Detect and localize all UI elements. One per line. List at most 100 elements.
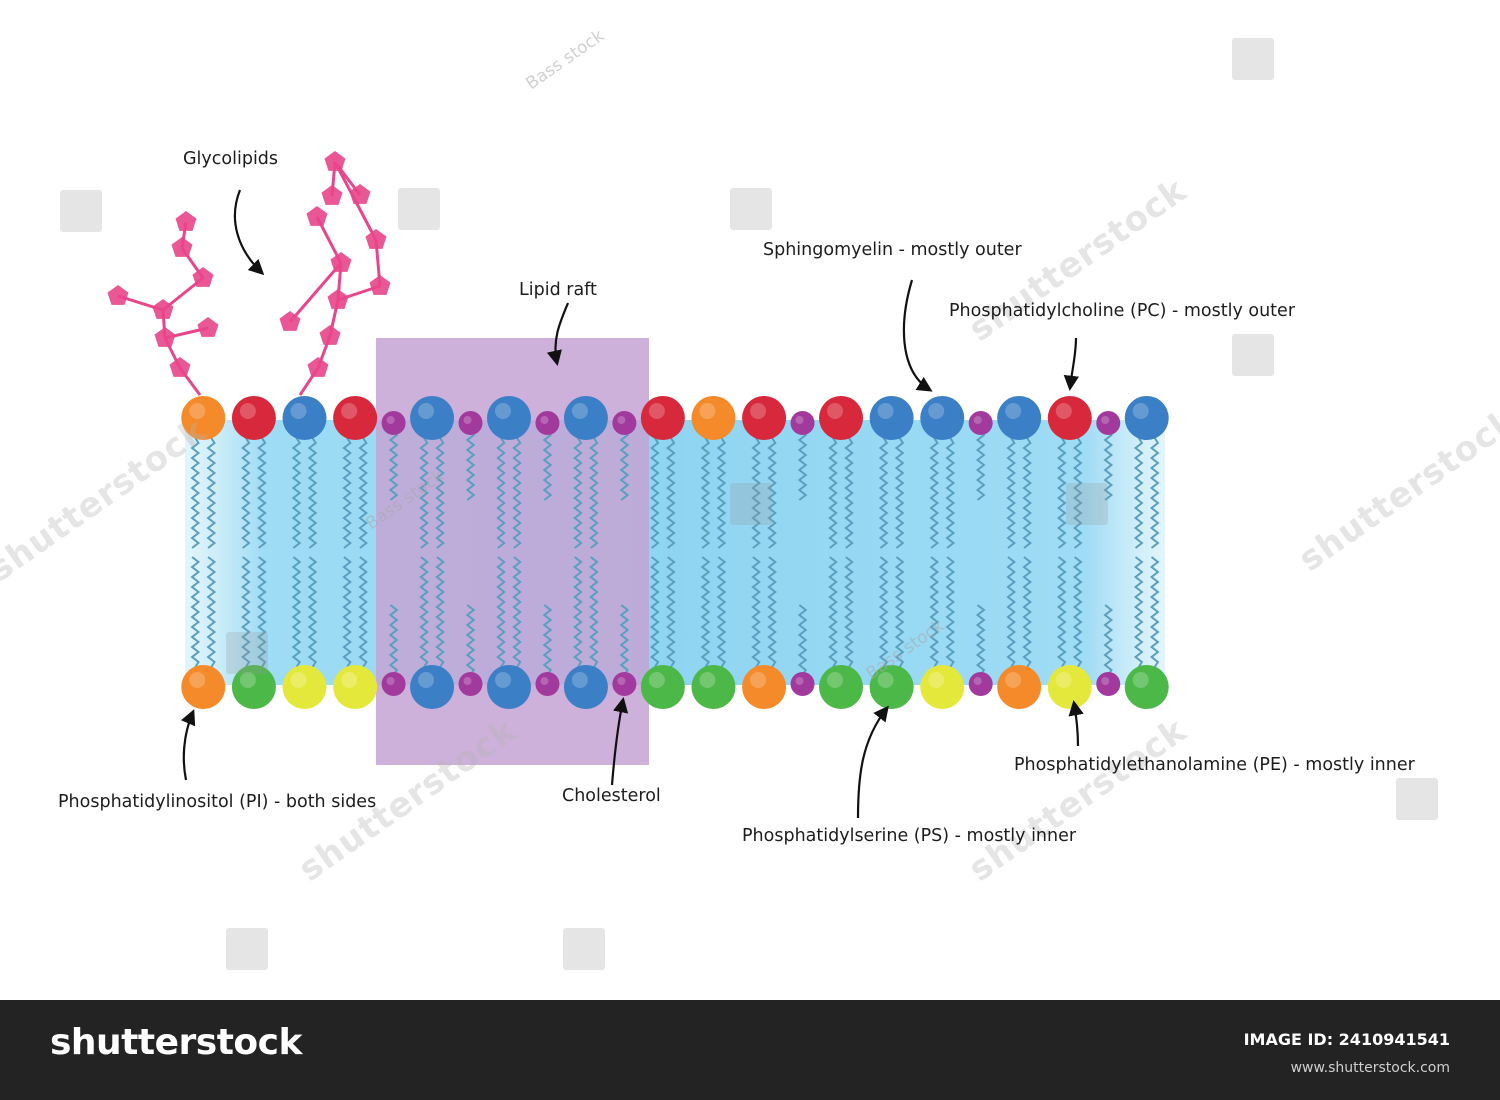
lipid-tail (945, 556, 956, 668)
lipid-tail (388, 429, 399, 501)
arrow-ps (856, 705, 889, 819)
phospholipid-head-blue (997, 396, 1042, 440)
footer-bar: shutterstock IMAGE ID: 2410941541 www.sh… (0, 1000, 1500, 1100)
phospholipid-head-yellow (333, 665, 378, 709)
phospholipid-head-blue (410, 396, 455, 440)
lipid-tail (358, 437, 368, 549)
phospholipid-head-blue (282, 396, 327, 440)
phospholipid-head-blue (1124, 396, 1169, 440)
lipid-tail (828, 437, 838, 549)
lipid-tail (751, 437, 761, 549)
phospholipid-head-green (869, 665, 914, 709)
lipid-tail (589, 556, 599, 668)
sugar-unit (319, 325, 341, 345)
lipid-tail (929, 556, 940, 668)
phospholipid-head-red (1047, 396, 1092, 440)
lipid-tail (894, 437, 905, 549)
lipid-tail (542, 604, 553, 676)
arrow-glycolipids (233, 189, 265, 276)
label-ps: Phosphatidylserine (PS) - mostly inner (742, 826, 1077, 846)
sugar-unit (154, 327, 176, 347)
head-highlight (877, 403, 894, 419)
lipid-tail (767, 556, 777, 668)
phospholipid-head-orange (997, 665, 1042, 709)
phospholipid-head-green (691, 665, 736, 709)
lipid-tail (700, 556, 711, 668)
label-lipid-raft: Lipid raft (519, 280, 597, 300)
lipid-tail (1072, 437, 1083, 549)
lipid-tail (307, 437, 318, 549)
head-highlight (494, 403, 511, 419)
head-highlight (341, 672, 358, 688)
head-highlight (795, 416, 804, 424)
lipid-tail (1056, 556, 1067, 668)
head-highlight (648, 403, 665, 419)
membrane-core (185, 420, 1165, 685)
phospholipid-head-green (231, 665, 276, 709)
head-highlight (827, 672, 844, 688)
head-highlight (463, 416, 472, 424)
sugar-unit (349, 184, 371, 204)
lipid-tail (878, 437, 889, 549)
lipid-tail (716, 437, 727, 549)
lipid-tail (419, 556, 429, 668)
label-pc: Phosphatidylcholine (PC) - mostly outer (949, 301, 1296, 321)
sugar-unit (327, 289, 349, 309)
lipid-tail (1022, 437, 1032, 549)
head-highlight (463, 677, 472, 685)
cholesterol-head (612, 672, 637, 696)
sugar-unit (365, 229, 387, 249)
lipid-tail (512, 556, 522, 668)
phospholipid-head-blue (486, 665, 531, 709)
phospholipid-head-red (333, 396, 378, 440)
watermark-logo (226, 632, 268, 674)
sugar-unit (175, 211, 197, 231)
head-highlight (239, 672, 256, 688)
lipid-tail (797, 604, 808, 676)
cholesterol-head (381, 411, 406, 435)
phospholipid-head-orange (181, 396, 226, 440)
sugar-unit (169, 357, 191, 377)
phospholipid-head-green (1124, 665, 1169, 709)
lipid-tail (496, 556, 506, 668)
watermark-logo (730, 483, 772, 525)
arrow-sphingomyelin (902, 279, 933, 392)
arrow-pc (1063, 337, 1080, 392)
phospholipid-head-orange (742, 665, 787, 709)
lipid-tail (1022, 556, 1032, 668)
sugar-bond (288, 262, 343, 323)
head-highlight (1101, 677, 1110, 685)
head-highlight (750, 403, 767, 419)
sugar-unit (107, 285, 129, 305)
arrow-lipid-raft (546, 302, 570, 367)
head-highlight (1101, 416, 1110, 424)
lipid-tail (878, 556, 889, 668)
arrow-pe (1068, 699, 1084, 747)
lipid-tail (894, 556, 905, 668)
arrow-pi (181, 709, 196, 781)
lipid-tail (573, 556, 583, 668)
head-highlight (1055, 403, 1072, 419)
lipid-tail (206, 437, 217, 549)
phospholipid-head-blue (486, 396, 531, 440)
lipid-tail (241, 437, 251, 549)
head-highlight (617, 677, 626, 685)
head-highlight (795, 677, 804, 685)
head-highlight (386, 416, 395, 424)
phospholipid-head-orange (691, 396, 736, 440)
label-cholesterol: Cholesterol (562, 786, 661, 806)
cholesterol-head (1096, 672, 1121, 696)
lipid-tail (1103, 429, 1114, 501)
site-url: www.shutterstock.com (1290, 1060, 1450, 1076)
cholesterol-head (381, 672, 406, 696)
lipid-tail (975, 429, 986, 501)
watermark-logo (1066, 483, 1108, 525)
cholesterol-head (612, 411, 637, 435)
membrane-diagram (107, 151, 1169, 819)
lipid-tail (751, 556, 761, 668)
phospholipid-head-red (231, 396, 276, 440)
lipid-tail (1149, 437, 1160, 549)
lipid-tail (388, 604, 399, 676)
head-highlight (290, 672, 307, 688)
watermark-logo (1396, 778, 1438, 820)
